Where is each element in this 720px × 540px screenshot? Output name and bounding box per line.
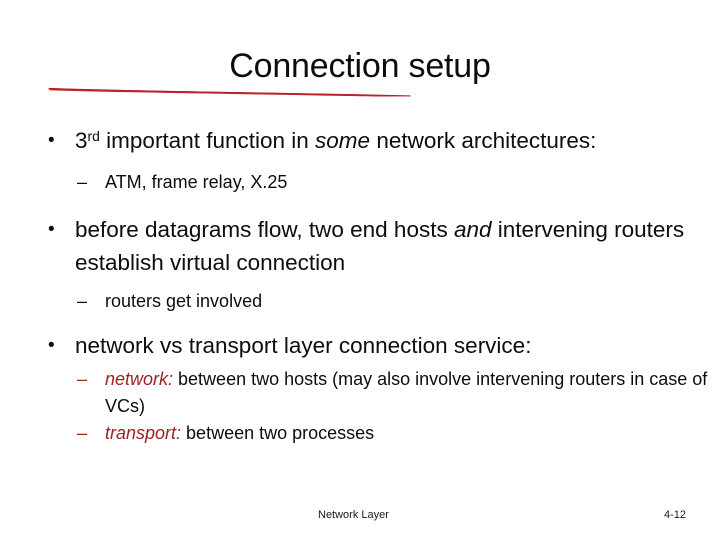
- title-block: Connection setup: [0, 44, 720, 100]
- bullet-1-post: network architectures:: [370, 128, 597, 153]
- sub-bullet-item-3-2: – transport: between two processes: [0, 420, 720, 447]
- body-content: • 3rd important function in some network…: [0, 124, 720, 447]
- sub-bullet-3-2-body: between two processes: [181, 423, 375, 443]
- bullet-text: before datagrams flow, two end hosts and…: [75, 217, 684, 275]
- bullet-item-3: • network vs transport layer connection …: [0, 329, 720, 362]
- bullet-marker: •: [48, 219, 55, 240]
- bullet-1-ordinal: rd: [87, 128, 100, 145]
- bullet-1-emphasis: some: [315, 128, 371, 153]
- sub-bullet-marker: –: [77, 423, 88, 443]
- sub-bullet-marker: –: [77, 369, 88, 389]
- page-title: Connection setup: [229, 47, 491, 85]
- sub-bullet-text: ATM, frame relay, X.25: [105, 172, 288, 192]
- bullet-marker: •: [48, 335, 55, 356]
- sub-bullet-3-1-accent: network:: [105, 369, 174, 389]
- sub-bullet-3-2-accent: transport:: [105, 423, 182, 443]
- bullet-text: network vs transport layer connection se…: [75, 333, 532, 358]
- sub-bullet-item-1-1: – ATM, frame relay, X.25: [0, 169, 720, 196]
- bullet-text: 3rd important function in some network a…: [75, 128, 596, 153]
- sub-bullet-item-3-1: – network: between two hosts (may also i…: [0, 366, 720, 420]
- bullet-1-pre: 3: [75, 128, 88, 153]
- sub-bullet-text: routers get involved: [105, 291, 263, 311]
- bullet-2-post: intervening routers establish virtual co…: [75, 217, 685, 275]
- footer-chapter-label: Network Layer: [318, 509, 389, 521]
- bullet-item-2: • before datagrams flow, two end hosts a…: [0, 213, 720, 279]
- sub-bullet-marker: –: [77, 172, 88, 192]
- sub-bullet-text: transport: between two processes: [105, 423, 374, 443]
- bullet-2-emphasis: and: [453, 217, 492, 242]
- sub-bullet-text: network: between two hosts (may also inv…: [105, 369, 707, 416]
- bullet-1-mid: important function in: [99, 128, 316, 153]
- sub-bullet-marker: –: [77, 291, 88, 311]
- slide-footer: Network Layer 4-12: [0, 506, 720, 528]
- sub-bullet-3-1-body: between two hosts (may also involve inte…: [105, 369, 708, 416]
- bullet-item-1: • 3rd important function in some network…: [0, 124, 720, 157]
- footer-page-number: 4-12: [663, 509, 686, 521]
- bullet-marker: •: [48, 130, 55, 151]
- bullet-2-pre: before datagrams flow, two end hosts: [75, 217, 454, 242]
- sub-bullet-item-2-1: – routers get involved: [0, 288, 720, 315]
